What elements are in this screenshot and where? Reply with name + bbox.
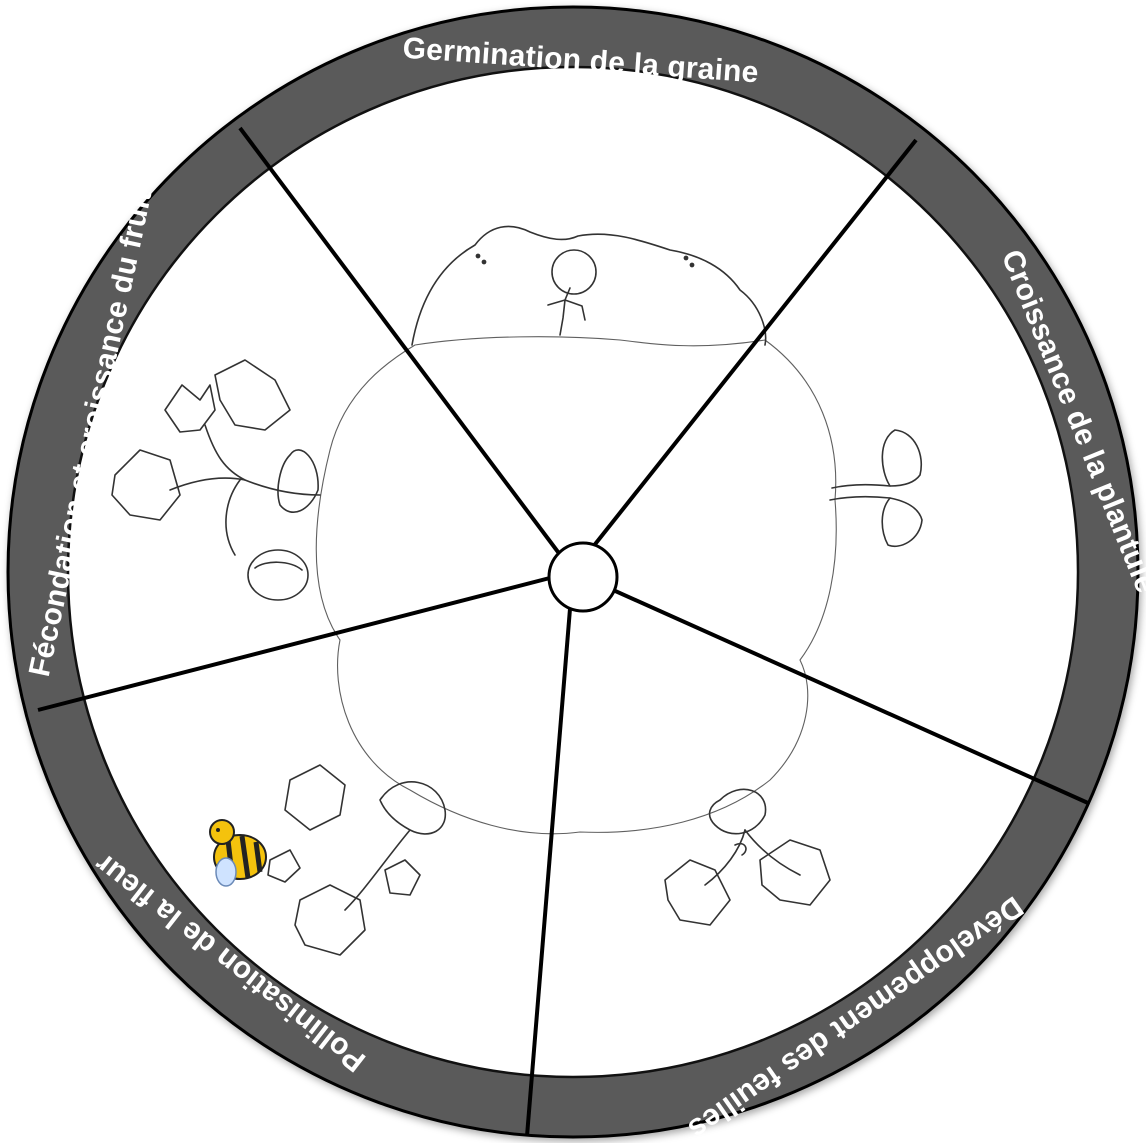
- center-hub: [549, 543, 617, 611]
